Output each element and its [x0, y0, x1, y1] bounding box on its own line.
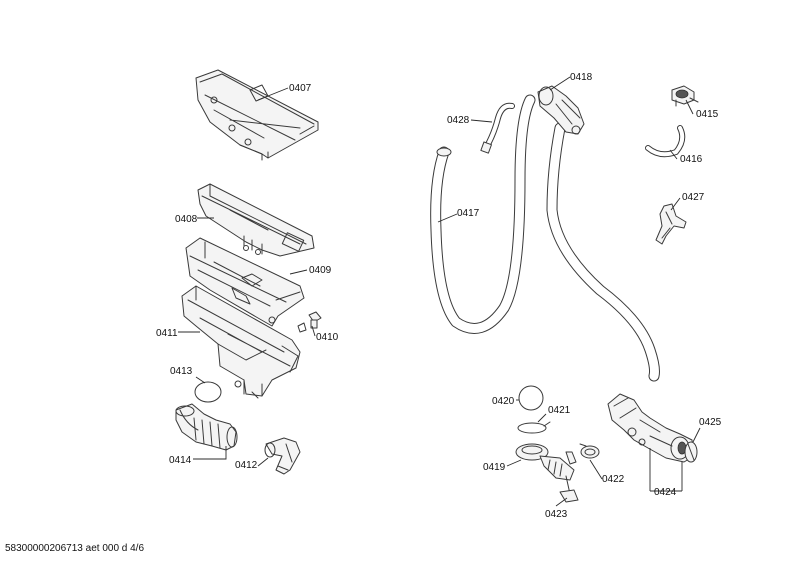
label-0408: 0408: [175, 214, 198, 225]
part-0424-pump-housing[interactable]: [607, 393, 695, 463]
part-0425-pump-filter[interactable]: [684, 441, 698, 463]
label-0411: 0411: [156, 328, 178, 339]
part-0417-drain-hose[interactable]: [430, 94, 536, 334]
document-footer-id: 58300000206713 aet 000 d 4/6: [5, 543, 145, 554]
label-0407: 0407: [289, 83, 312, 94]
label-0423: 0423: [545, 509, 568, 520]
label-0428: 0428: [447, 115, 470, 126]
label-0427: 0427: [682, 192, 705, 203]
part-0408-dispenser-cover[interactable]: [197, 183, 315, 257]
label-0413: 0413: [170, 366, 193, 377]
part-0422-clamp[interactable]: [579, 443, 600, 459]
part-0413-seal-ring[interactable]: [194, 381, 222, 403]
part-0416-small-tube[interactable]: [645, 125, 686, 158]
label-0419: 0419: [483, 462, 506, 473]
label-0418: 0418: [570, 72, 593, 83]
part-0414-bellows[interactable]: [175, 403, 238, 451]
part-0419-sump-hose[interactable]: [515, 443, 577, 481]
part-0427-bracket[interactable]: [655, 203, 687, 245]
label-0425: 0425: [699, 417, 722, 428]
part-0423-sensor[interactable]: [559, 475, 579, 503]
label-0415: 0415: [696, 109, 719, 120]
label-0417: 0417: [457, 208, 480, 219]
label-0416: 0416: [680, 154, 703, 165]
part-0410-plug[interactable]: [297, 311, 322, 333]
part-0415-pressure-sensor[interactable]: [671, 85, 699, 107]
part-0411-dispenser-housing[interactable]: [181, 285, 301, 399]
part-0412-elbow[interactable]: [264, 437, 301, 475]
label-0412: 0412: [235, 460, 258, 471]
label-0414: 0414: [169, 455, 192, 466]
label-0424: 0424: [654, 487, 677, 498]
label-0422: 0422: [602, 474, 625, 485]
part-0409-dispenser-tray[interactable]: [185, 237, 305, 327]
part-0428-small-hose[interactable]: [480, 102, 515, 154]
part-0421-hose-clamp[interactable]: [517, 421, 551, 434]
label-0410: 0410: [316, 332, 339, 343]
label-0421: 0421: [548, 405, 571, 416]
part-0418-hose-assembly[interactable]: [537, 85, 660, 382]
callout-labels: 0407 0408 0409 0410 0411 0413 0414 0412 …: [156, 72, 722, 520]
part-0420-o-ring[interactable]: [518, 385, 544, 411]
leader-lines: [178, 76, 701, 507]
label-0409: 0409: [309, 265, 332, 276]
label-0420: 0420: [492, 396, 515, 407]
